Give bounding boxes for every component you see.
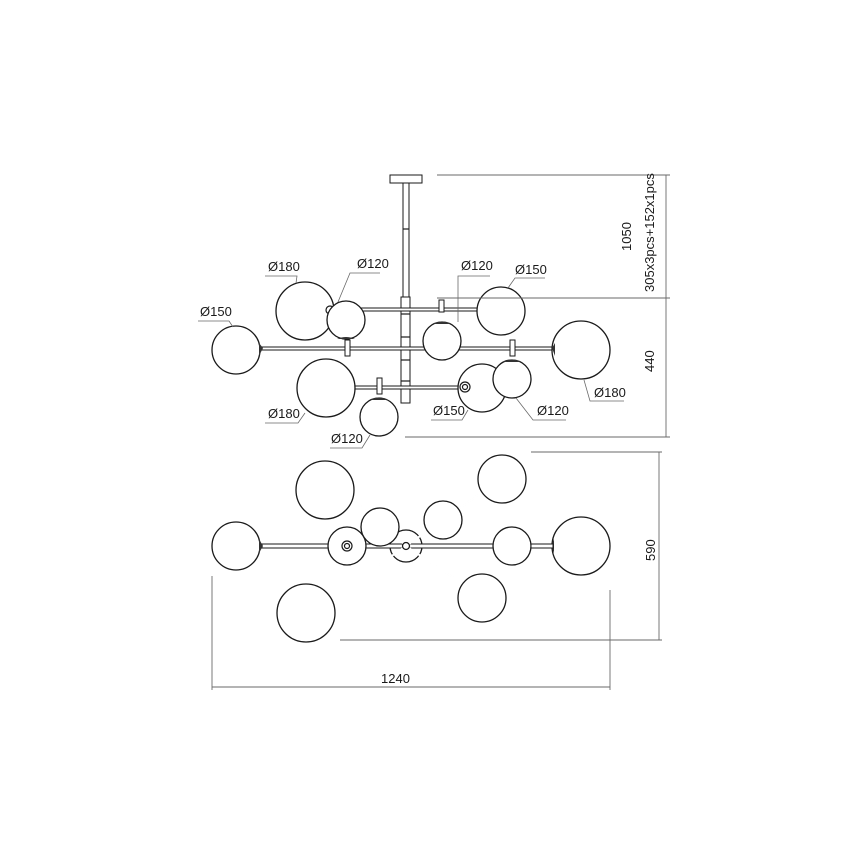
diameter-label: Ø120 <box>537 403 569 418</box>
top-view <box>211 451 662 690</box>
globe-120-lower-right <box>492 359 532 399</box>
globe-inner-upper-left <box>360 507 400 547</box>
globe-120-center <box>422 321 462 361</box>
diameter-label: Ø150 <box>515 262 547 277</box>
suspension-rod <box>402 182 410 299</box>
globe-left <box>211 521 261 571</box>
globe-inner-right <box>492 526 532 566</box>
body-height-label: 440 <box>642 350 657 372</box>
side-view-labels: Ø180 Ø120 Ø120 Ø150 Ø150 Ø180 Ø150 Ø120 … <box>200 173 657 446</box>
diameter-label: Ø150 <box>200 304 232 319</box>
globe-lower-right <box>457 573 507 623</box>
globe-right <box>551 516 611 576</box>
globe-upper-right <box>477 454 527 504</box>
globe-150-left <box>211 325 261 375</box>
rod-spec-label: 305x3pcs+152x1pcs <box>642 173 657 292</box>
diameter-label: Ø120 <box>461 258 493 273</box>
top-view-labels: 590 1240 <box>381 539 658 686</box>
globe-180-lower-left <box>296 358 356 418</box>
side-view <box>198 174 670 449</box>
ceiling-canopy <box>389 174 423 184</box>
width-label: 1240 <box>381 671 410 686</box>
total-height-label: 1050 <box>619 222 634 251</box>
diameter-label: Ø180 <box>594 385 626 400</box>
diameter-label: Ø120 <box>357 256 389 271</box>
globe-lower-left <box>276 583 336 643</box>
globe-120-bottom <box>359 397 399 437</box>
globe-upper-left <box>295 460 355 520</box>
globe-180-right <box>551 320 611 380</box>
diameter-label: Ø180 <box>268 406 300 421</box>
globe-120-upper <box>326 300 366 340</box>
depth-label: 590 <box>643 539 658 561</box>
diameter-label: Ø180 <box>268 259 300 274</box>
arm-3 <box>349 385 466 390</box>
diameter-label: Ø120 <box>331 431 363 446</box>
globe-180-upper-left <box>275 281 335 341</box>
globe-inner-upper-right <box>423 500 463 540</box>
diameter-label: Ø150 <box>433 403 465 418</box>
globe-center-left <box>327 526 367 566</box>
globe-150-upper-right <box>476 286 526 336</box>
